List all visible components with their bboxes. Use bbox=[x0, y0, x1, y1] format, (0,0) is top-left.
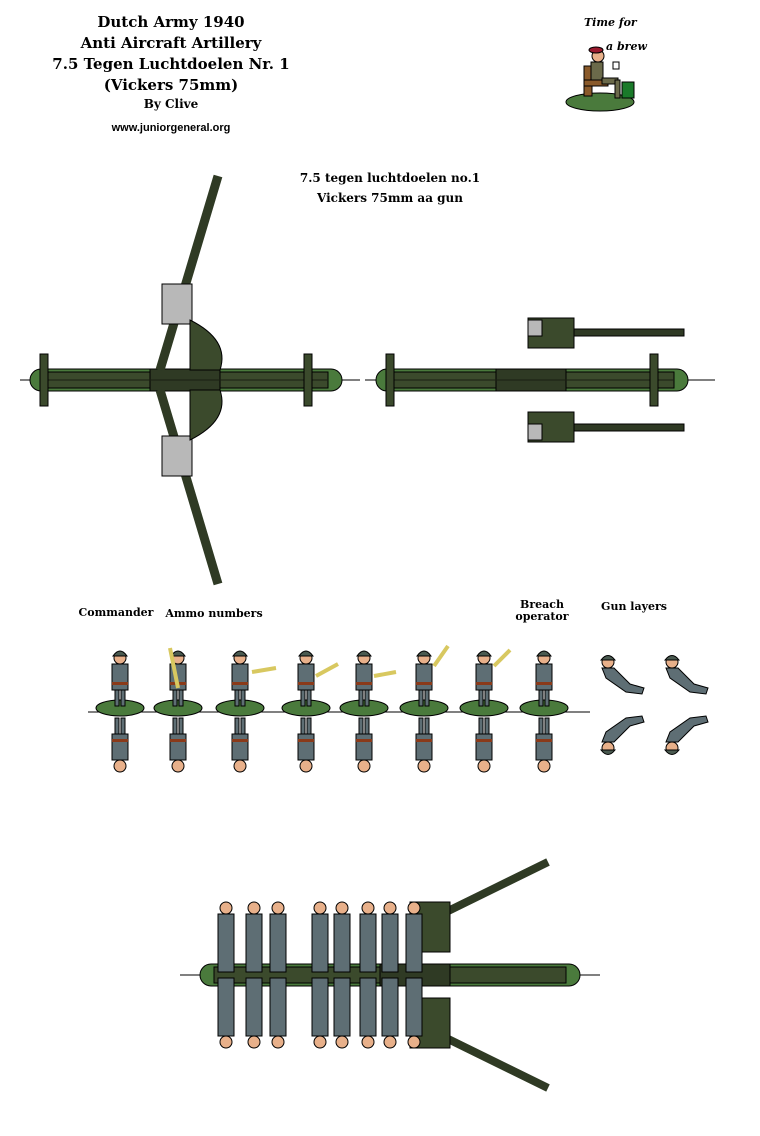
gun-layer-figure bbox=[664, 715, 709, 755]
label-commander: Commander bbox=[78, 606, 154, 619]
shell-marks bbox=[168, 644, 512, 689]
label-breach-line-2: operator bbox=[515, 610, 569, 623]
gun-layer-figure bbox=[600, 655, 645, 695]
gun-caption: 7.5 tegen luchtdoelen no.1 Vickers 75mm … bbox=[260, 168, 520, 208]
gun-elevated-topview bbox=[20, 174, 360, 586]
label-breach-line-1: Breach bbox=[520, 598, 564, 611]
tea-soldier-icon bbox=[565, 46, 635, 112]
brew-text-1: Time for bbox=[584, 16, 637, 29]
gun-layer-figure bbox=[600, 715, 645, 755]
gun-caption-line-1: 7.5 tegen luchtdoelen no.1 bbox=[299, 171, 481, 185]
gun-level-topview bbox=[365, 317, 715, 443]
ammo-number-figure bbox=[281, 650, 331, 773]
author-byline: By Clive bbox=[143, 97, 199, 111]
website-link[interactable]: www.juniorgeneral.org bbox=[111, 122, 231, 134]
brew-badge: Time for a brew bbox=[560, 10, 670, 120]
ammo-number-figure bbox=[459, 650, 509, 773]
gun-caption-line-2: Vickers 75mm aa gun bbox=[316, 191, 463, 205]
title-line-4: (Vickers 75mm) bbox=[103, 76, 239, 94]
gun-layer-figure bbox=[664, 655, 709, 695]
label-ammo-numbers: Ammo numbers bbox=[165, 607, 263, 620]
ammo-number-figure bbox=[153, 650, 203, 773]
sheet-title: Dutch Army 1940 Anti Aircraft Artillery … bbox=[40, 12, 302, 96]
title-line-1: Dutch Army 1940 bbox=[97, 13, 245, 31]
title-line-2: Anti Aircraft Artillery bbox=[80, 34, 262, 52]
commander-figure bbox=[95, 650, 145, 773]
ammo-number-figure bbox=[399, 650, 449, 773]
brew-text-2: a brew bbox=[606, 40, 647, 53]
gun-diagrams bbox=[20, 174, 715, 586]
ammo-number-figure bbox=[339, 650, 389, 773]
label-breach-operator: Breach operator bbox=[510, 599, 574, 623]
title-line-3: 7.5 Tegen Luchtdoelen Nr. 1 bbox=[52, 55, 290, 73]
breach-operator-figure bbox=[519, 650, 569, 773]
label-gun-layers: Gun layers bbox=[601, 600, 667, 613]
ammo-number-figure bbox=[215, 650, 265, 773]
